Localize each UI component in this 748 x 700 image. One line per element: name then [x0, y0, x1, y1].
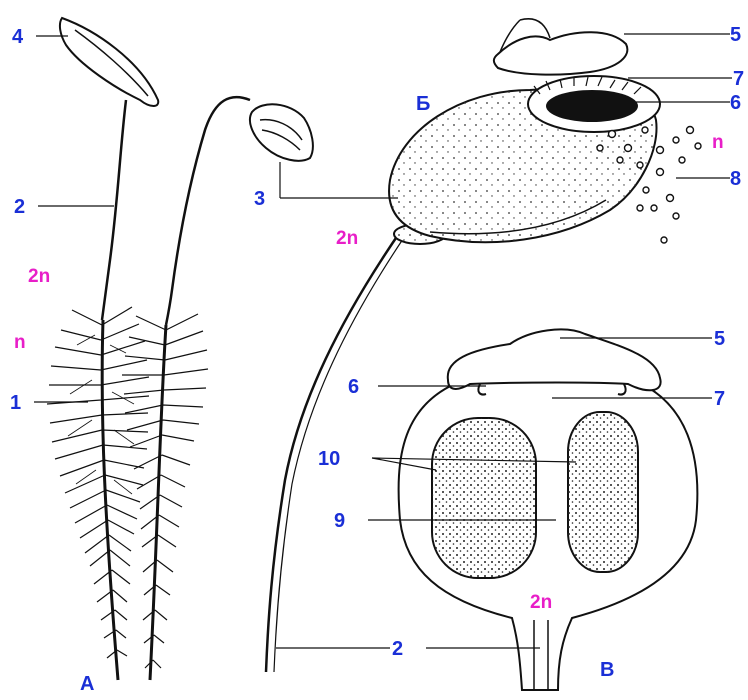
panel-c-capsule-section [399, 329, 698, 690]
label-8: 8 [730, 168, 741, 190]
label-6-b: 6 [730, 92, 741, 114]
label-5-c: 5 [714, 328, 725, 350]
label-2-c: 2 [392, 638, 403, 660]
ploidy-2n-c: 2n [530, 592, 552, 613]
label-6-c: 6 [348, 376, 359, 398]
label-10: 10 [318, 448, 340, 470]
label-3: 3 [254, 188, 265, 210]
panel-label-c: В [600, 659, 614, 681]
calyptra [60, 18, 158, 106]
label-1: 1 [10, 392, 21, 414]
label-4: 4 [12, 26, 24, 48]
operculum [494, 32, 628, 74]
ploidy-2n-a: 2n [28, 266, 50, 287]
leafy-gametophyte-left [47, 307, 149, 680]
seta-right [166, 97, 250, 325]
small-capsule [250, 104, 313, 160]
label-9: 9 [334, 510, 345, 532]
ploidy-2n-b: 2n [336, 228, 358, 249]
peristome [546, 90, 638, 122]
label-7-c: 7 [714, 388, 725, 410]
panel-label-b: Б [416, 93, 430, 115]
label-5-b: 5 [730, 24, 741, 46]
seta-left [102, 100, 126, 320]
label-2-a: 2 [14, 196, 25, 218]
ploidy-n-b: n [712, 132, 724, 153]
ploidy-n-a: n [14, 332, 26, 353]
leafy-gametophyte-right [122, 314, 208, 680]
label-7-b: 7 [733, 68, 744, 90]
panel-label-a: А [80, 673, 94, 695]
